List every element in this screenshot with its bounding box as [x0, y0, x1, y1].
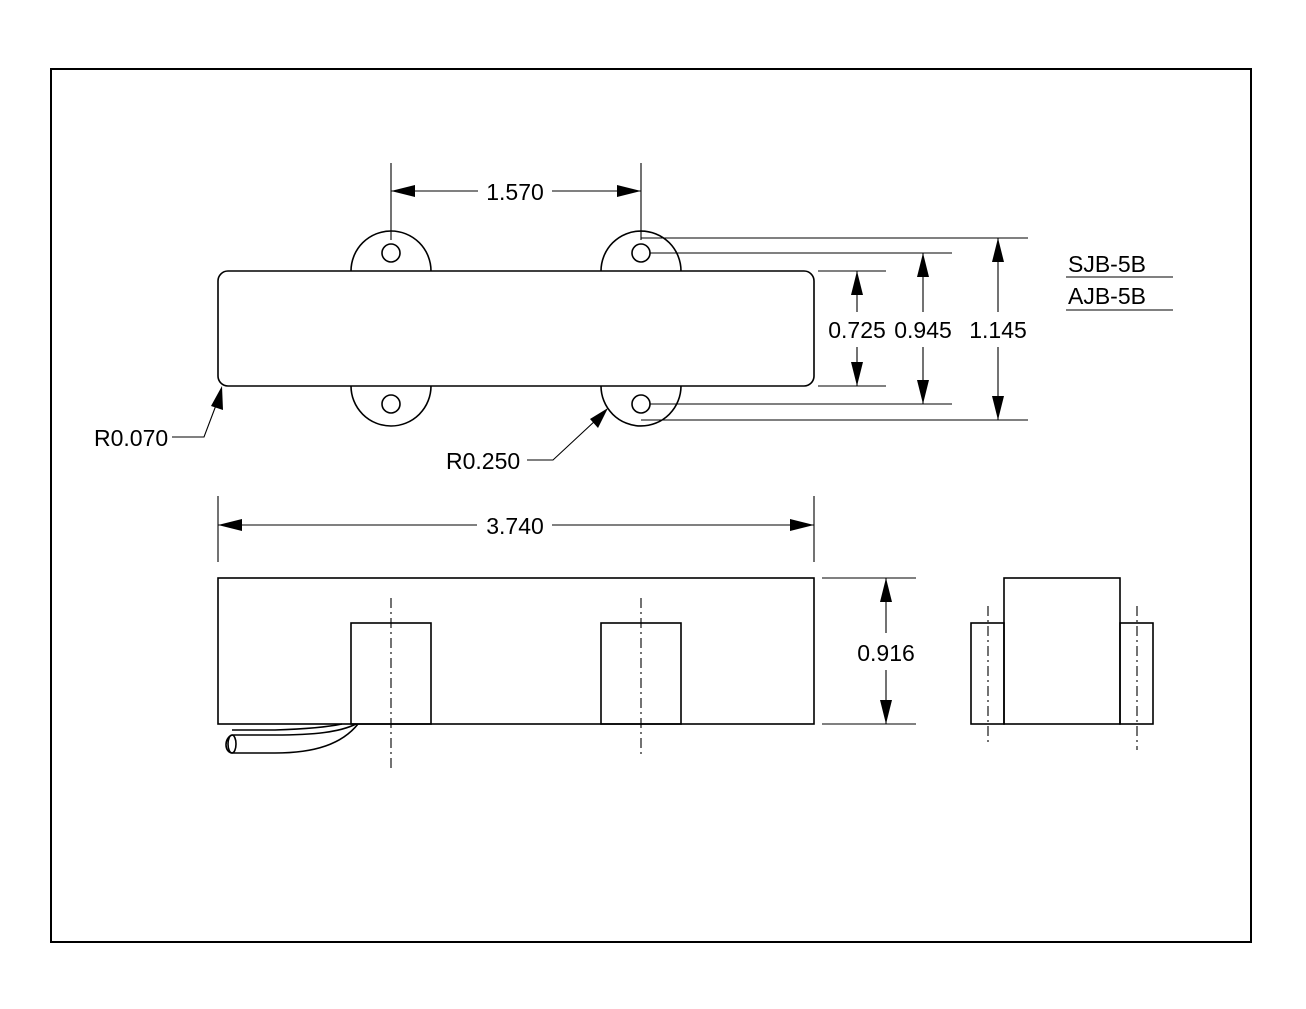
top-view: [217, 230, 815, 427]
width-body-label: 0.725: [828, 317, 886, 343]
model-label-1: SJB-5B: [1068, 251, 1146, 277]
drawing-border: [50, 68, 1252, 943]
ear-radius-label: R0.250: [446, 448, 520, 474]
corner-radius-callout: R0.070: [94, 386, 223, 451]
pickup-body-side: [217, 577, 815, 725]
pickup-body-top: [217, 270, 815, 387]
corner-radius-label: R0.070: [94, 425, 168, 451]
hole-spacing-label: 1.570: [486, 179, 544, 205]
end-ear-left: [970, 622, 1005, 725]
model-label-2: AJB-5B: [1068, 283, 1146, 309]
height-label: 0.916: [857, 640, 915, 666]
model-labels: SJB-5B AJB-5B: [1066, 251, 1173, 311]
end-body: [1003, 577, 1121, 725]
height-dimension: 0.916: [822, 577, 916, 725]
mounting-ear-bottom-left: [350, 385, 432, 427]
length-label: 3.740: [486, 513, 544, 539]
width-mid-label: 0.945: [894, 317, 952, 343]
end-view: [970, 577, 1154, 750]
side-view: [217, 577, 815, 768]
hole-spacing-dimension: 1.570: [390, 163, 642, 240]
width-overall-label: 1.145: [969, 317, 1027, 343]
width-dimensions: 0.725 0.945 1.145: [641, 237, 1028, 421]
ear-radius-callout: R0.250: [446, 408, 608, 474]
lead-wire: [225, 723, 359, 754]
end-ear-right: [1119, 622, 1154, 725]
length-dimension: 3.740: [217, 496, 815, 562]
